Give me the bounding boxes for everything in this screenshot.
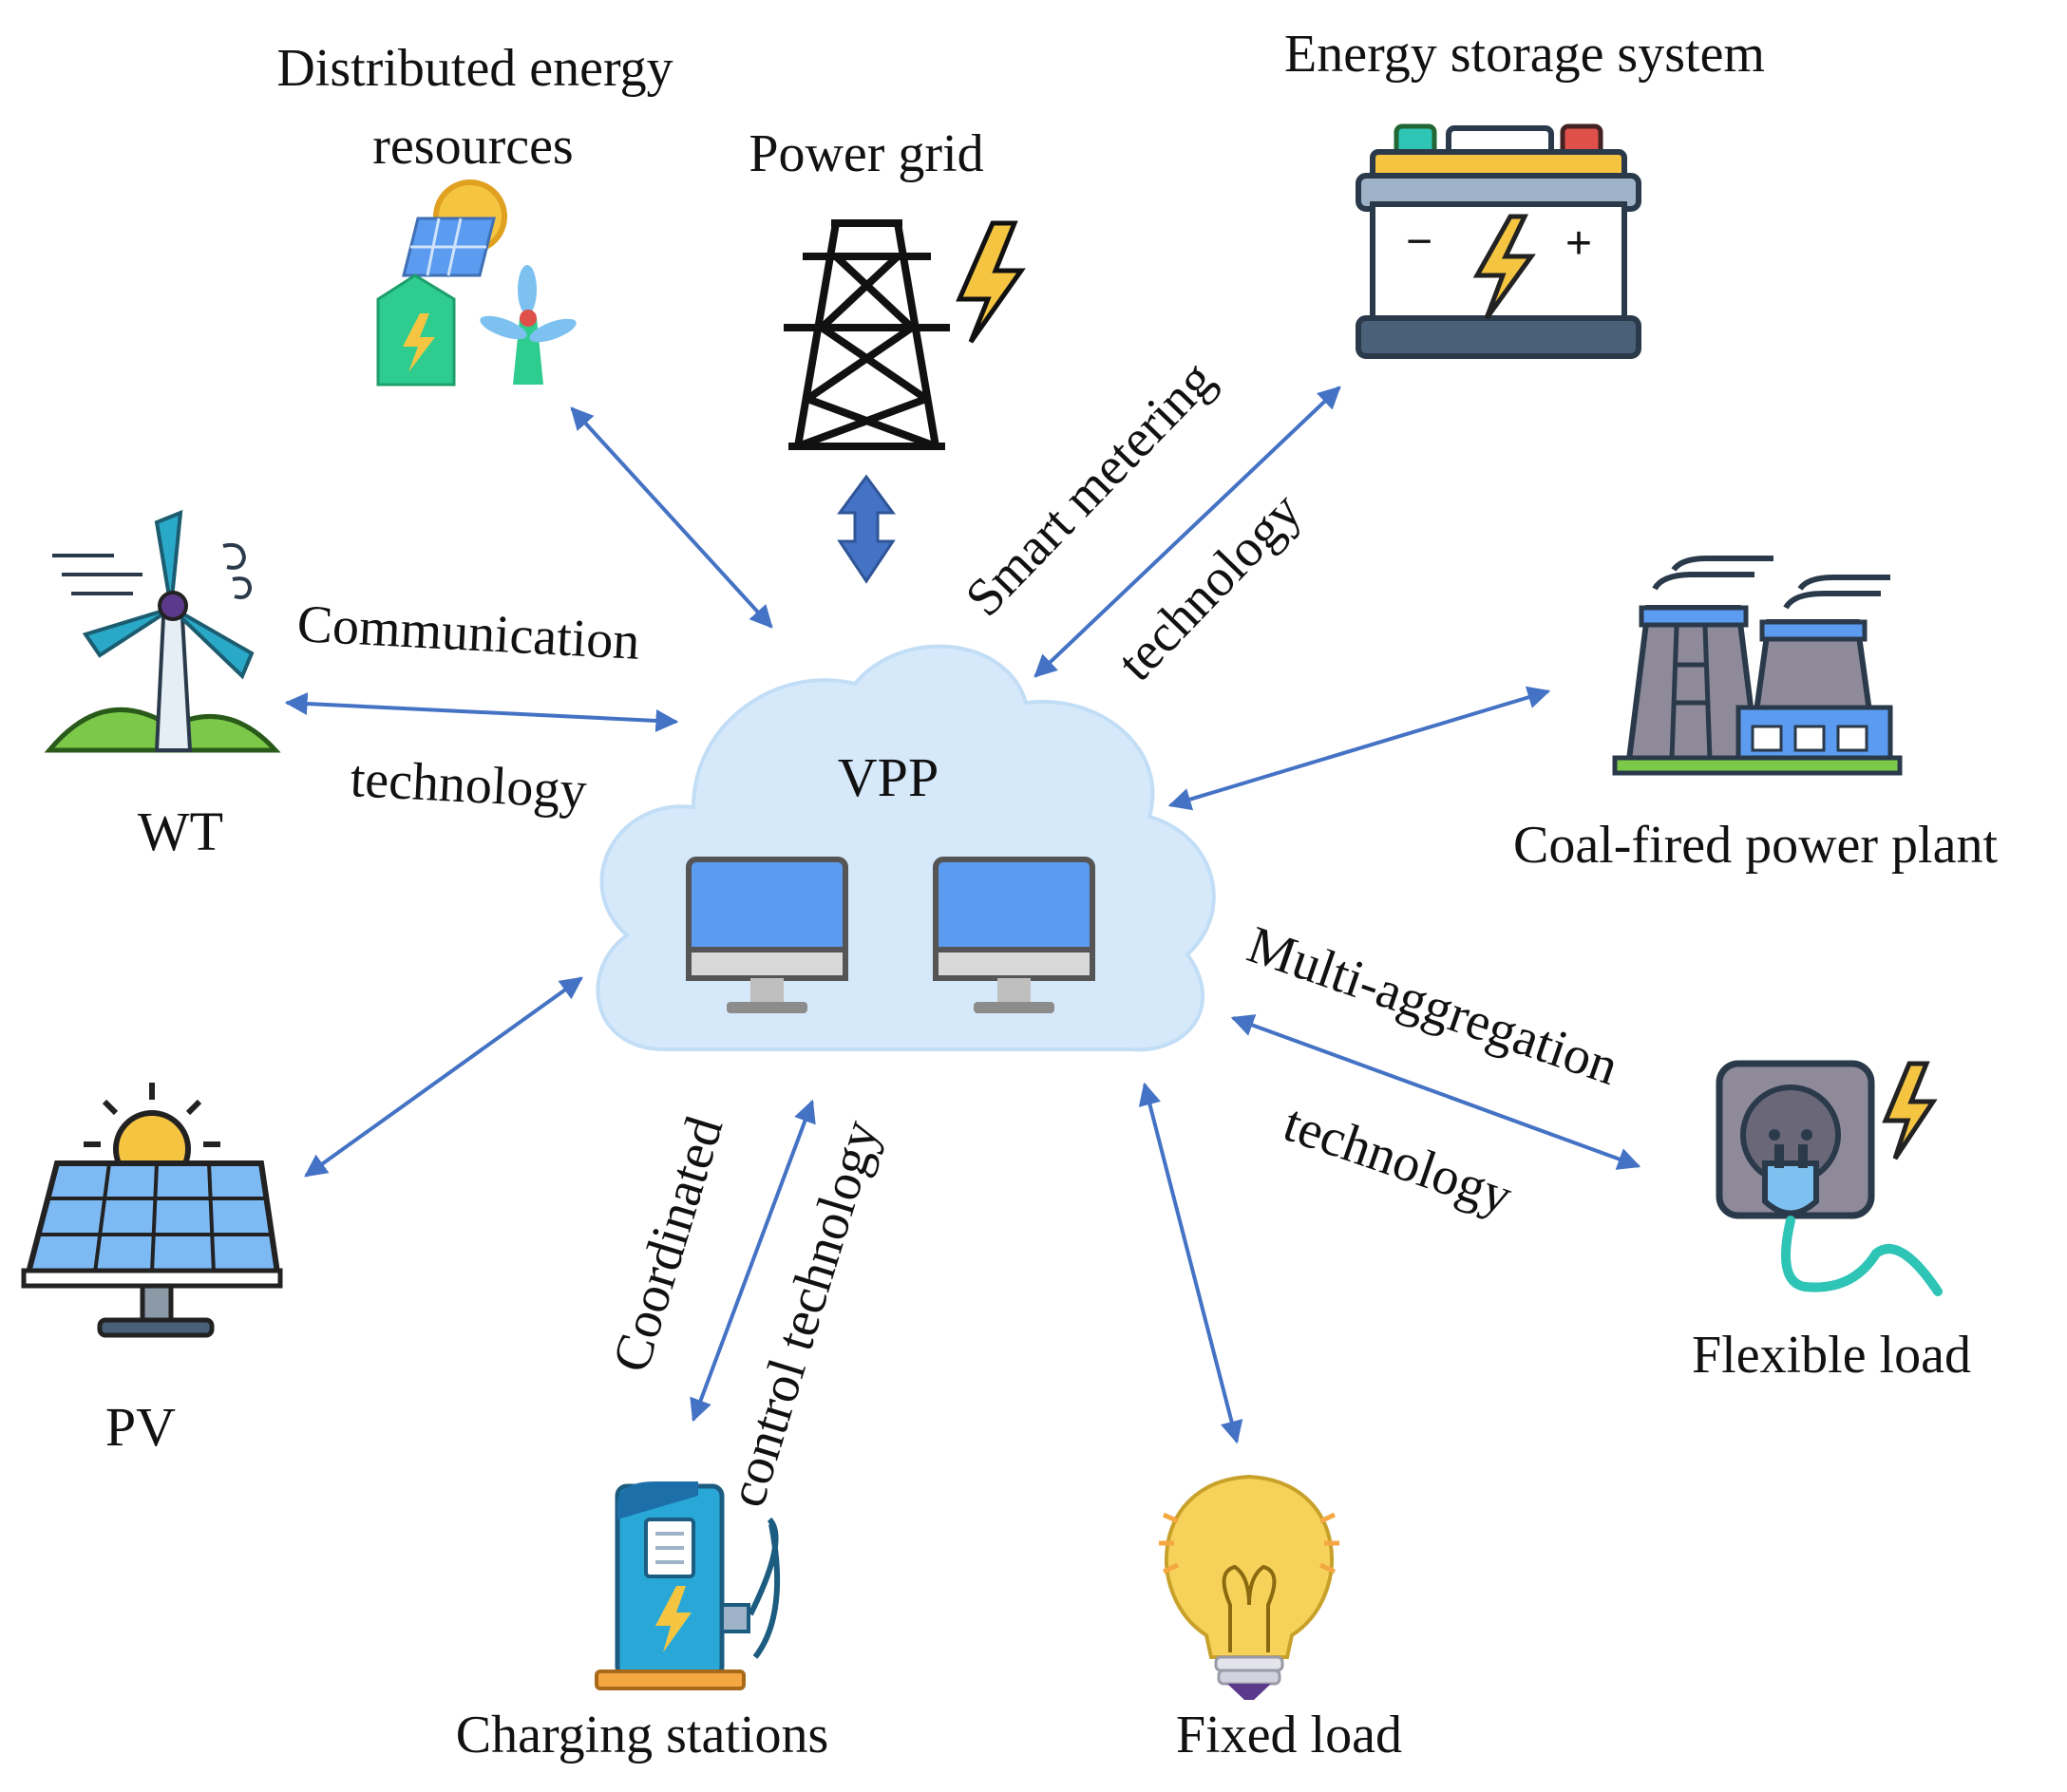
arrow-fixed xyxy=(1138,1082,1243,1444)
annotation-multi-aggregation: Multi-aggregation xyxy=(1241,915,1625,1097)
monitor-left-icon xyxy=(686,857,848,1013)
arrow-charging xyxy=(690,1099,816,1423)
node-charging-stations: Charging stations xyxy=(456,1481,829,1764)
minus-glyph: − xyxy=(1406,217,1432,267)
light-bulb-icon xyxy=(1159,1474,1339,1700)
fixed-load-label: Fixed load xyxy=(1176,1706,1402,1764)
connection-arrows xyxy=(284,386,1641,1444)
arrow-grid xyxy=(837,474,896,584)
node-fixed-load: Fixed load xyxy=(1159,1474,1402,1764)
node-coal-plant: Coal-fired power plant xyxy=(1513,556,1998,875)
annotation-communication: Communication xyxy=(295,594,641,671)
annotation-communication-tech: technology xyxy=(349,749,588,821)
annotation-coordinated-tech: control technology xyxy=(717,1114,891,1514)
coal-plant-label: Coal-fired power plant xyxy=(1513,816,1998,875)
vpp-cloud: VPP xyxy=(596,644,1216,1052)
power-plant-icon xyxy=(1612,556,1903,776)
arrow-pv xyxy=(304,976,583,1178)
node-der: Distributed energy resources xyxy=(276,39,673,387)
charging-station-icon xyxy=(595,1481,781,1690)
charging-stations-label: Charging stations xyxy=(456,1706,829,1764)
vpp-label: VPP xyxy=(838,746,939,808)
power-grid-label: Power grid xyxy=(749,124,983,183)
node-pv: PV xyxy=(21,1083,283,1458)
der-label-line2: resources xyxy=(372,117,573,176)
solar-panel-icon xyxy=(21,1083,283,1338)
flexible-load-label: Flexible load xyxy=(1692,1326,1971,1385)
annotation-coordinated: Coordinated xyxy=(601,1110,734,1379)
wt-label: WT xyxy=(138,801,223,862)
arrow-wt xyxy=(284,692,679,732)
battery-icon: − + xyxy=(1356,123,1641,359)
node-flexible-load: Flexible load xyxy=(1692,1060,1971,1385)
plus-glyph: + xyxy=(1565,218,1592,269)
arrow-storage xyxy=(1034,386,1341,678)
arrow-coal xyxy=(1167,686,1551,811)
node-wt: WT xyxy=(44,509,281,862)
plug-socket-icon xyxy=(1716,1060,1943,1296)
pv-label: PV xyxy=(105,1396,176,1458)
node-energy-storage: Energy storage system − + xyxy=(1284,25,1765,359)
der-label-line1: Distributed energy xyxy=(276,39,673,98)
cloud-shape xyxy=(596,644,1216,1052)
arrow-der xyxy=(570,406,773,629)
node-power-grid: Power grid xyxy=(749,124,1026,450)
arrow-flex xyxy=(1230,1014,1641,1170)
wind-turbine-icon xyxy=(44,509,281,753)
monitor-right-icon xyxy=(933,857,1095,1013)
annotation-multi-aggregation-tech: technology xyxy=(1277,1094,1519,1227)
lightning-icon xyxy=(956,220,1026,344)
transmission-tower-icon xyxy=(784,219,950,450)
der-icon xyxy=(376,179,577,387)
energy-storage-label: Energy storage system xyxy=(1284,25,1765,84)
